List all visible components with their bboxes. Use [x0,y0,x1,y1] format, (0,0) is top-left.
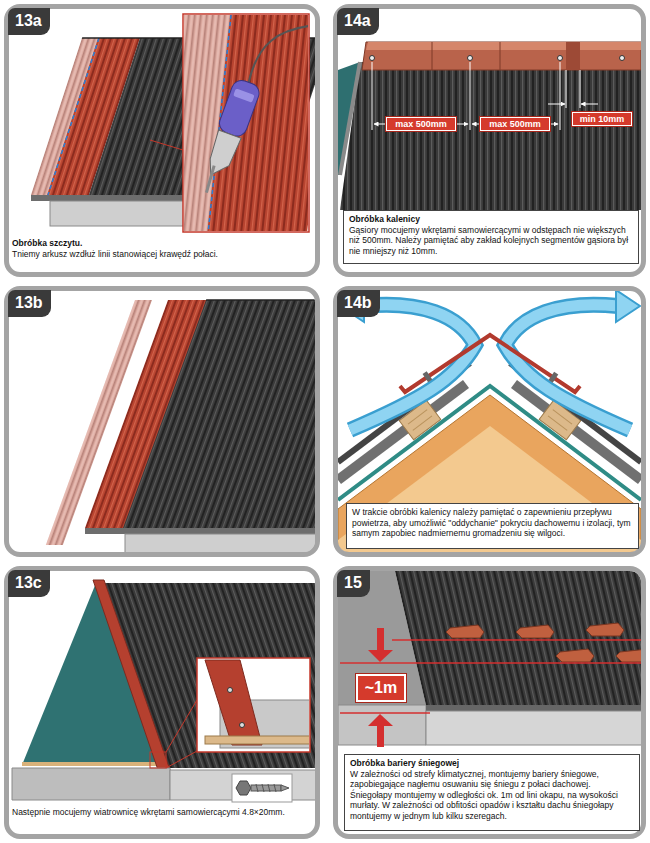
caption-body: Następnie mocujemy wiatrownicę wkrętami … [12,807,312,818]
dimension-text: max 500mm [489,119,541,130]
step-panel: 13b [4,286,320,557]
caption-heading: Obróbka szczytu. [12,238,312,249]
snow-guard-illustration [338,571,641,747]
dimension-label: max 500mm [386,117,456,131]
gable-sheets-illustration [46,300,315,552]
dimension-label: max 500mm [480,117,550,131]
step-panel: 15 ~1mObróbka bariery śniegowejW zależnoś… [333,566,646,839]
step-badge: 13a [8,8,50,35]
step-panel: 13aObróbka szczytu.Tniemy arkusz wzdłuż … [4,4,320,277]
step-number: 13c [15,574,42,592]
step-badge: 15 [337,570,370,597]
caption-body: Gąsiory mocujemy wkrętami samowiercącymi… [349,225,633,257]
caption-body: W zależności od strefy klimatycznej, mon… [350,769,634,822]
dimension-text: max 500mm [395,119,447,130]
caption-box: W trakcie obróbki kalenicy należy pamięt… [346,503,639,549]
caption-box: Obróbka kalenicyGąsiory mocujemy wkrętam… [343,210,639,264]
step-panel: 14a max 500mm max 500mm min 10mmObróbka kal… [333,4,646,277]
step-badge: 13c [8,570,50,597]
step-number: 15 [344,574,362,592]
barge-board-illustration [12,580,315,802]
step-panel: 13cNastępnie mocujemy wiatrownicę wkręta… [4,566,320,839]
step-panel: 14b W trakcie obróbki kalenicy należy pam… [333,286,646,557]
dimension-label: ~1m [356,674,406,702]
caption-text: Następnie mocujemy wiatrownicę wkrętami … [12,807,312,818]
step-badge: 14a [337,8,379,35]
gable-trim-illustration [31,9,315,232]
step-badge: 13b [8,290,51,317]
dimension-text: min 10mm [580,114,625,125]
caption-heading: Obróbka bariery śniegowej [350,758,634,769]
step-number: 14b [344,294,372,312]
caption-heading: Obróbka kalenicy [349,214,633,225]
dimension-text: ~1m [365,679,397,697]
ridge-ventilation-illustration [338,291,641,552]
caption-body: Tniemy arkusz wzdłuż linii stanowiącej k… [12,249,312,260]
step-number: 13a [15,12,42,30]
dimension-label: min 10mm [572,112,632,126]
caption-box: Obróbka bariery śniegowejW zależności od… [344,754,640,831]
caption-text: Obróbka szczytu.Tniemy arkusz wzdłuż lin… [12,238,312,259]
caption-body: W trakcie obróbki kalenicy należy pamięt… [352,507,633,539]
ridge-trim-illustration [338,42,641,210]
step-number: 14a [344,12,371,30]
step-number: 13b [15,294,43,312]
step-badge: 14b [337,290,380,317]
